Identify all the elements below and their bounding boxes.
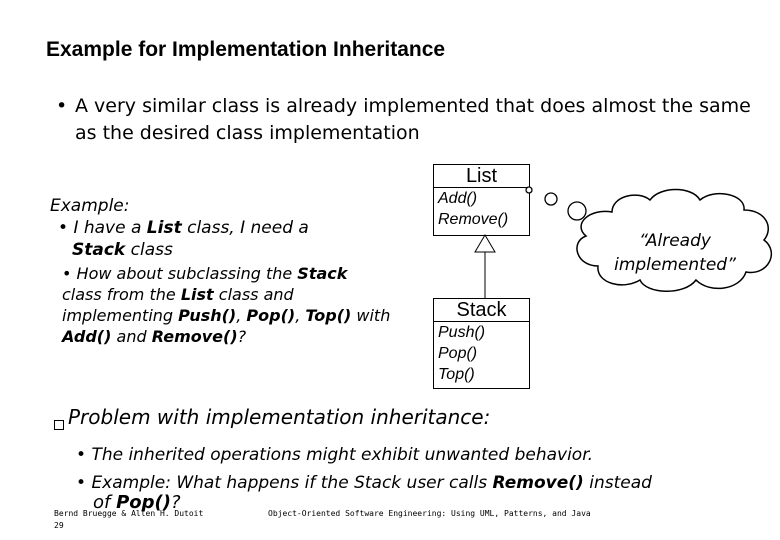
text-bold: Pop() <box>116 492 171 513</box>
uml-class-stack: Stack Push() Pop() Top() <box>433 298 530 389</box>
intro-text: A very similar class is already implemen… <box>75 95 751 144</box>
problem-bullet-2: • Example: What happens if the Stack use… <box>76 470 652 496</box>
example-heading: Example: <box>50 196 130 216</box>
text: class and implementing <box>62 285 294 325</box>
thought-dot-small <box>525 186 533 194</box>
text-bold: Remove() <box>492 473 584 493</box>
text: The inherited operations might exhibit u… <box>91 445 594 465</box>
text: ? <box>170 492 181 513</box>
text-bold: Top() <box>305 306 352 325</box>
bullet-marker: • <box>76 473 87 493</box>
uml-op: Pop() <box>438 345 478 362</box>
uml-class-list: List Add() Remove() <box>433 164 530 236</box>
example-block: Example: • I have a List class, I need a… <box>50 195 410 347</box>
text-bold: Remove() <box>151 327 238 346</box>
uml-class-ops: Add() Remove() <box>434 188 529 230</box>
uml-class-name: Stack <box>434 299 529 322</box>
uml-op: Push() <box>438 324 486 341</box>
inheritance-triangle <box>474 234 496 253</box>
text: of <box>93 492 117 513</box>
thought-dot-large <box>567 201 587 221</box>
uml-class-name: List <box>434 165 529 188</box>
footer-authors: Bernd Bruegge & Allen H. Dutoit <box>54 509 204 518</box>
text-bold: List <box>146 218 182 238</box>
bullet-marker: • <box>56 95 68 117</box>
uml-class-ops: Push() Pop() Top() <box>434 322 529 385</box>
text: class from the <box>62 285 181 304</box>
text: , <box>295 306 306 325</box>
text: and <box>111 327 152 346</box>
example-bullet-2: • How about subclassing the Stack class … <box>50 263 392 347</box>
thought-bubble <box>525 186 773 292</box>
text: How about subclassing the <box>76 264 298 283</box>
thought-dot-medium <box>544 192 558 206</box>
text: I have a <box>73 218 147 238</box>
slide-title: Example for Implementation Inheritance <box>46 38 446 61</box>
example-bullet-1: • I have a List class, I need a Stack cl… <box>50 217 410 261</box>
text-bold: Stack <box>297 264 348 283</box>
uml-op: Remove() <box>438 211 509 228</box>
square-bullet <box>54 420 64 430</box>
uml-op: Add() <box>438 190 478 207</box>
problem-bullet-1: • The inherited operations might exhibit… <box>76 442 593 468</box>
bullet-marker: • <box>58 218 69 238</box>
text-bold: Push() <box>178 306 237 325</box>
text-bold: Stack <box>72 240 126 260</box>
problem-bullet-2-cont: of Pop()? <box>93 490 181 516</box>
text-bold: Add() <box>62 327 112 346</box>
text: ? <box>237 327 247 346</box>
text: class, I need a <box>181 218 309 238</box>
problem-heading: Problem with implementation inheritance: <box>68 405 491 429</box>
text: with <box>351 306 391 325</box>
text-bold: Pop() <box>246 306 296 325</box>
bullet-marker: • <box>62 264 72 283</box>
text: , <box>236 306 247 325</box>
text: instead <box>583 473 652 493</box>
text-bold: List <box>180 285 214 304</box>
text: Example: What happens if the Stack user … <box>91 473 493 493</box>
bullet-marker: • <box>76 445 87 465</box>
thought-text: “Already implemented” <box>614 231 736 275</box>
footer-page-number: 29 <box>54 521 64 530</box>
inheritance-arrow <box>474 234 496 298</box>
uml-op: Top() <box>438 366 475 383</box>
footer-book-title: Object-Oriented Software Engineering: Us… <box>268 509 591 518</box>
thought-cloud <box>576 188 773 292</box>
text: class <box>125 240 173 260</box>
